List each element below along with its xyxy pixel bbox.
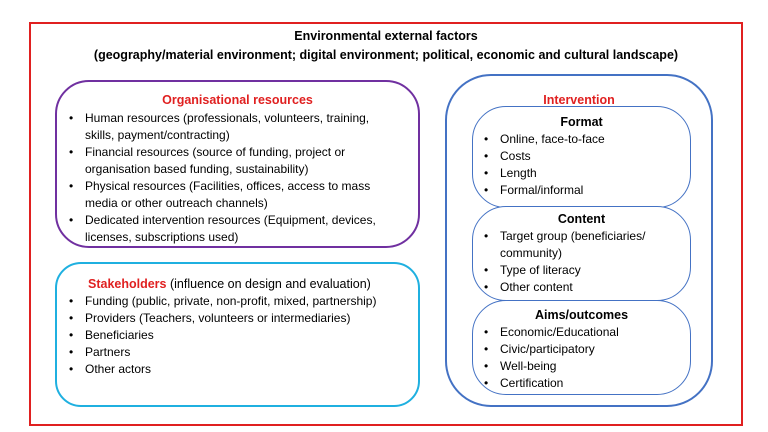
environmental-factors-header: Environmental external factors (geograph… [29,27,743,65]
intervention-title: Intervention [543,93,615,107]
list-item: Costs [482,148,682,165]
list-item: Beneficiaries [67,327,400,344]
list-item: Financial resources (source of funding, … [67,144,397,178]
list-item: Partners [67,344,400,361]
stakeholders-title-line: Stakeholders (influence on design and ev… [88,276,371,293]
format-list: Online, face-to-face Costs Length Formal… [482,131,682,199]
list-item: Certification [482,375,682,392]
list-item: Other actors [67,361,400,378]
list-item: Economic/Educational [482,324,682,341]
list-item: Formal/informal [482,182,682,199]
list-item: Physical resources (Facilities, offices,… [67,178,397,212]
aims-title: Aims/outcomes [534,308,629,322]
stakeholders-note: (influence on design and evaluation) [166,277,371,291]
list-item: Length [482,165,682,182]
list-item: Dedicated intervention resources (Equipm… [67,212,397,246]
list-item: Providers (Teachers, volunteers or inter… [67,310,400,327]
stakeholders-title: Stakeholders [88,277,167,291]
aims-list: Economic/Educational Civic/participatory… [482,324,682,392]
content-title: Content [557,212,606,226]
organisational-resources-list: Human resources (professionals, voluntee… [67,110,397,246]
content-list: Target group (beneficiaries/ community) … [482,228,682,296]
list-item: Online, face-to-face [482,131,682,148]
list-item: Other content [482,279,682,296]
environmental-factors-title: Environmental external factors [294,29,478,43]
environmental-factors-subtitle: (geography/material environment; digital… [93,48,679,62]
organisational-resources-title: Organisational resources [162,93,313,107]
list-item: Target group (beneficiaries/ community) [482,228,682,262]
format-title: Format [560,115,603,129]
list-item: Civic/participatory [482,341,682,358]
list-item: Well-being [482,358,682,375]
environmental-factors-frame [29,22,743,426]
list-item: Human resources (professionals, voluntee… [67,110,397,144]
list-item: Funding (public, private, non-profit, mi… [67,293,400,310]
list-item: Type of literacy [482,262,682,279]
stakeholders-list: Funding (public, private, non-profit, mi… [67,293,400,378]
